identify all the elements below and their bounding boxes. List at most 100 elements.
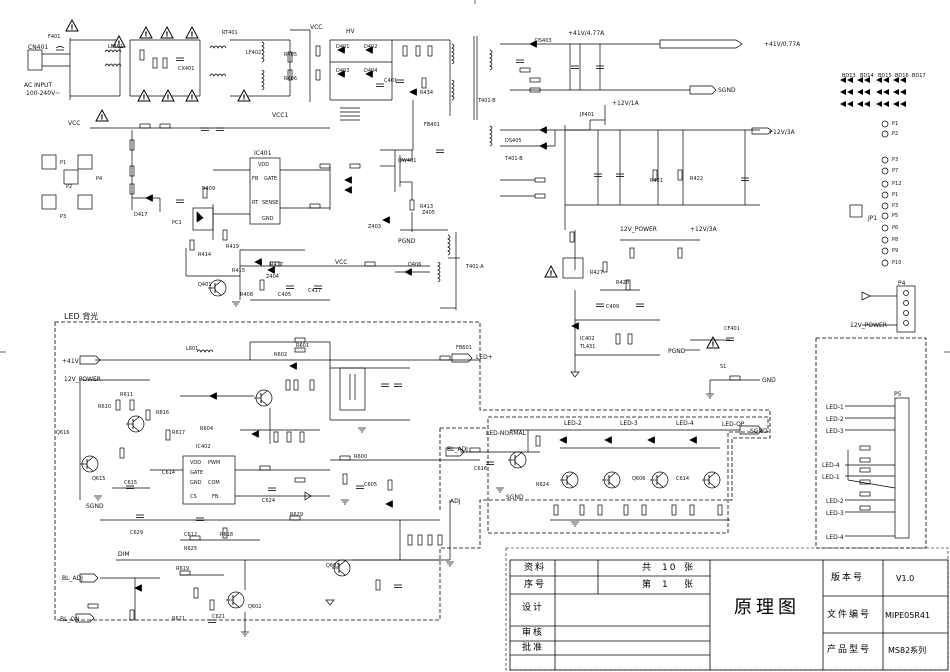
c615-label: C615: [124, 480, 138, 486]
r415-label: R415: [232, 268, 246, 274]
r601-label: R601: [296, 343, 310, 349]
tb-row2-label: 序号: [524, 580, 547, 590]
r611-label: R611: [120, 392, 134, 398]
c614-label: C614: [162, 470, 176, 476]
p5-label: P5: [894, 391, 902, 398]
tb-product-label: 产品型号: [827, 645, 872, 655]
title-block-frame: [509, 559, 949, 671]
tb-file-label: 文件编号: [827, 610, 872, 620]
pad-p1: P1: [60, 160, 67, 166]
r618-label: R618: [220, 532, 234, 538]
left-pads: [41, 154, 93, 210]
power12-led-label: 12V_POWER: [64, 376, 101, 383]
r427-label: R427: [590, 270, 604, 276]
r600-label: R600: [354, 454, 368, 460]
r417-label: R417: [270, 262, 284, 268]
ic401-pin-sense: SENSE: [262, 200, 279, 206]
r625-label: R625: [184, 546, 198, 552]
secondary-41v: [489, 39, 743, 147]
rn-4: LED-1: [822, 474, 840, 481]
ic402-label: IC402: [580, 336, 595, 342]
c409-label: C409: [606, 304, 620, 310]
tb-review: 审核: [522, 628, 545, 638]
p4-net-label: 12V_POWER: [850, 322, 887, 329]
z404-label: Z404: [266, 274, 279, 280]
z403-label: Z403: [368, 224, 381, 230]
rn-6: LED-3: [826, 510, 844, 517]
led-normal-label: LED-NORMAL: [486, 430, 526, 437]
ds403-label: DS403: [535, 38, 552, 44]
fuse-label: F401: [48, 34, 61, 40]
cf401-label: CF401: [724, 326, 740, 332]
r610-label: R610: [98, 404, 112, 410]
led1-label: LED-2: [564, 420, 582, 427]
rc-7: P8: [892, 237, 899, 243]
c629-label: C621: [212, 614, 226, 620]
tb-file-number: MIPE05R41: [885, 611, 931, 620]
led3-label: LED-4: [676, 420, 694, 427]
ic401-pin-gate: GATE: [264, 176, 278, 182]
bd-label-3: BD16: [895, 73, 909, 79]
sgnd-label: SGND: [718, 87, 736, 94]
d406-label: D406: [408, 262, 422, 268]
rn-7: LED-4: [826, 534, 844, 541]
connector-label: CN401: [28, 44, 49, 51]
ac-input-section: [27, 29, 393, 121]
tb-design: 设计: [522, 603, 545, 613]
rc-2: P12: [892, 181, 902, 187]
ac-input-label: AC INPUT: [24, 82, 53, 89]
vcc1-label: VCC1: [272, 112, 289, 119]
tb-count-unit: 张: [684, 563, 696, 573]
warning-icons: [65, 19, 720, 349]
ic401-pin-vdd: VDD: [258, 162, 270, 168]
pad-p3: P3: [60, 214, 67, 220]
vcc-top-label: VCC: [310, 24, 323, 31]
lf401-label: LF401: [108, 44, 124, 50]
v12-fb-label: +12V/3A: [690, 226, 717, 233]
sgnd-led2-label: SGND: [506, 494, 524, 501]
lf402-label: LF402: [246, 50, 262, 56]
q615-label: Q615: [92, 476, 106, 482]
c605-label: C605: [364, 482, 378, 488]
c621-label: C616: [474, 466, 488, 472]
bd-label-0: BD13: [842, 73, 856, 79]
bridge-diodes: [840, 77, 906, 107]
led-section-title: LED 背光: [64, 312, 99, 321]
ic-pin-pwm: PWM: [208, 460, 221, 466]
d402-label: D402: [364, 44, 378, 50]
p4-label: P4: [898, 280, 906, 287]
led-plus-label: LED+: [476, 354, 493, 361]
q401-label: Q401: [198, 282, 212, 288]
bd-label-2: BD15: [878, 73, 892, 79]
pad-p2: P2: [66, 184, 73, 190]
pad-p4: P4: [96, 176, 103, 182]
q602-label: Q602: [248, 604, 262, 610]
pgnd-label: PGND: [398, 238, 416, 245]
ic401-pin-rt: RT: [252, 200, 259, 206]
r434-label: R434: [420, 90, 434, 96]
c624-label: C624: [262, 498, 276, 504]
rc-3: P1: [892, 192, 899, 198]
pgnd2-label: PGND: [668, 348, 686, 355]
r604-label: R604: [200, 426, 214, 432]
rc-4: P3: [892, 203, 899, 209]
led-output-connector: [845, 397, 910, 539]
secondary-12v: [500, 105, 773, 230]
bl-adj-label: BL_ADJ: [62, 575, 83, 582]
t401b-label: T401-B: [478, 98, 496, 104]
ds405-label: DS405: [505, 138, 522, 144]
v12-out-label: +12V/3A: [768, 129, 795, 136]
bd-label-4: BD17: [912, 73, 926, 79]
r616-label: R616: [156, 410, 170, 416]
fb601-label: FB601: [456, 345, 472, 351]
led-driver: [75, 337, 480, 637]
r602-label: R602: [274, 352, 288, 358]
s1-label: S1: [720, 364, 727, 370]
c405-label: C405: [278, 292, 292, 298]
ac-input-voltage: 100-240V~: [26, 90, 61, 97]
ic401-pin-gnd: GND: [262, 216, 274, 222]
led4-label: LED-OP: [722, 421, 745, 428]
rn-0: LED-1: [826, 404, 844, 411]
rc-5: P5: [892, 213, 899, 219]
ic402-led-label: IC402: [196, 444, 211, 450]
